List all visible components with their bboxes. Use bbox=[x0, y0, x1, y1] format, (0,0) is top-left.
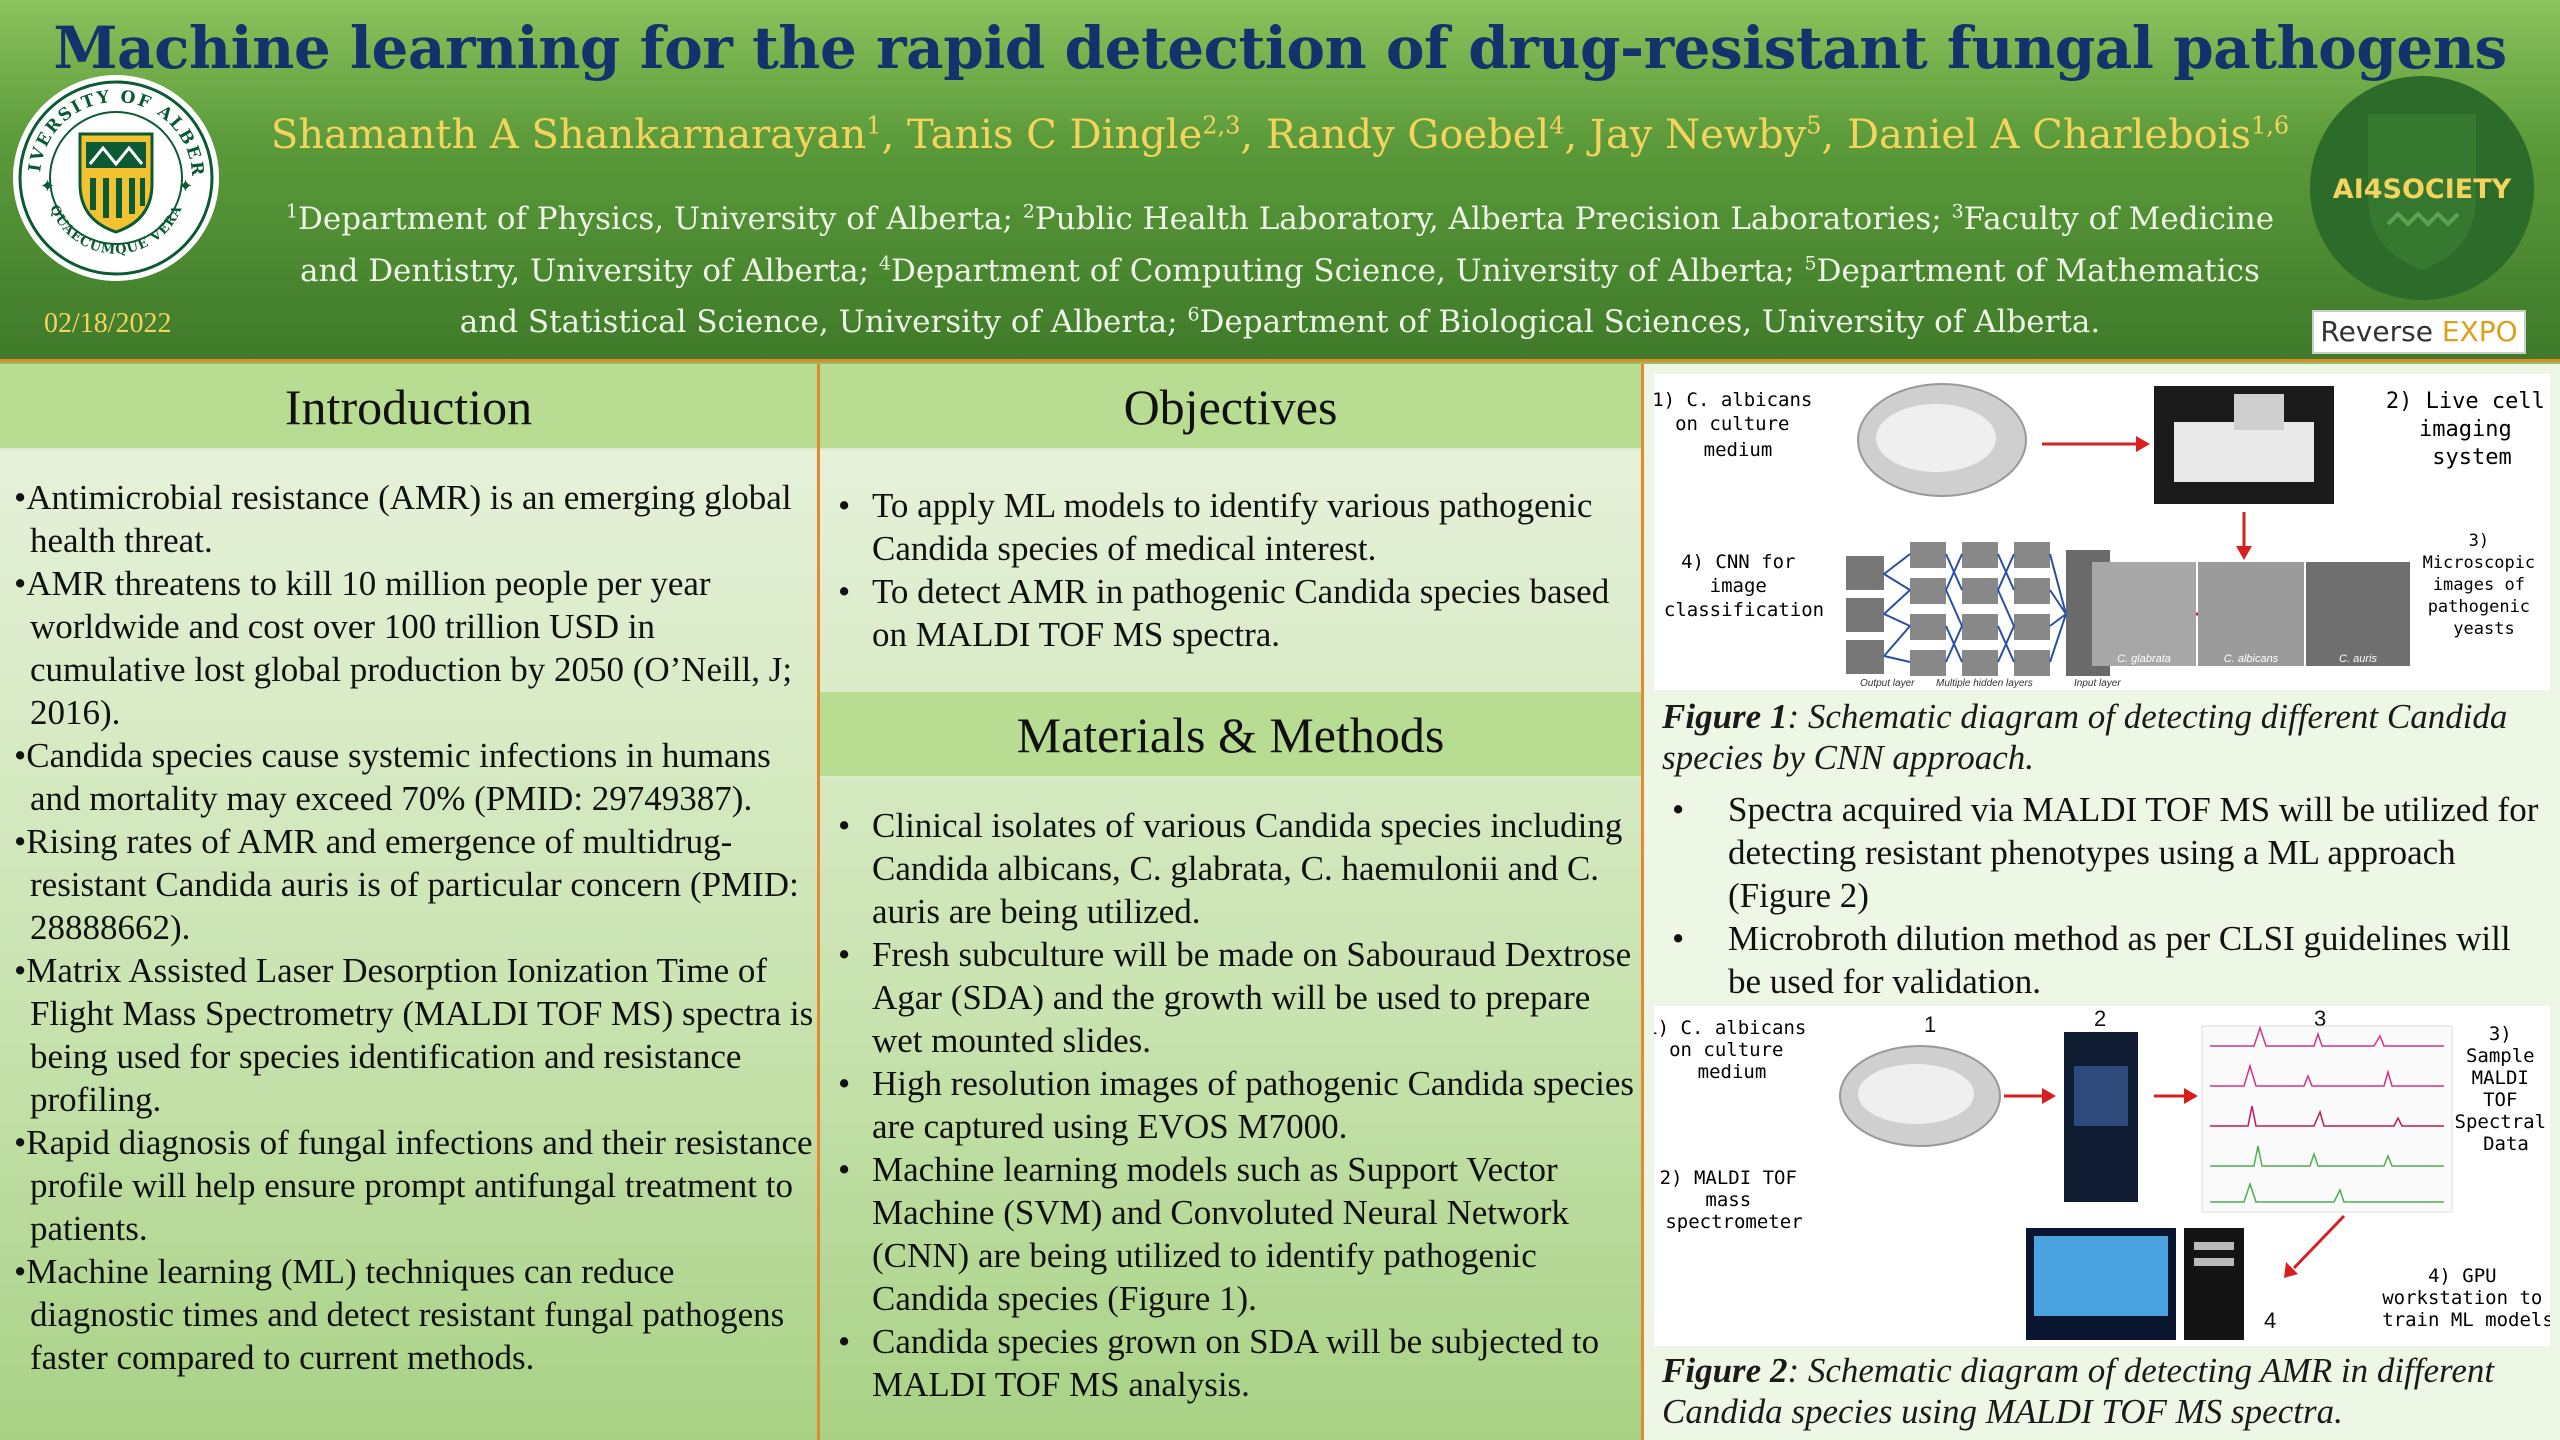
fig1-label-3: 3) Microscopic images of pathogenic yeas… bbox=[2423, 531, 2546, 639]
list-item: High resolution images of pathogenic Can… bbox=[824, 1062, 1636, 1148]
affiliation-6: 6Department of Biological Sciences, Univ… bbox=[1187, 303, 2101, 340]
list-item: Spectra acquired via MALDI TOF MS will b… bbox=[1658, 788, 2548, 917]
fig1-label-2: 2) Live cell imaging system bbox=[2386, 389, 2550, 470]
list-item: Machine learning (ML) techniques can red… bbox=[14, 1250, 814, 1379]
methods-list: Clinical isolates of various Candida spe… bbox=[824, 804, 1636, 1406]
author-1: Shamanth A Shankarnarayan1 bbox=[270, 112, 882, 159]
cnn-network-diagram: Output layer Multiple hidden layers Inpu… bbox=[1846, 542, 2121, 689]
fig2-step-1: 1 bbox=[1924, 1012, 1936, 1037]
methods-heading: Materials & Methods bbox=[820, 692, 1641, 778]
svg-text:✦: ✦ bbox=[40, 176, 55, 196]
affiliation-3: 3Faculty of Medicine and Dentistry, Univ… bbox=[300, 201, 2275, 289]
list-item: Candida species grown on SDA will be sub… bbox=[824, 1320, 1636, 1406]
svg-text:C. glabrata: C. glabrata bbox=[2117, 653, 2171, 665]
gpu-workstation-image bbox=[2026, 1228, 2244, 1340]
objectives-list: To apply ML models to identify various p… bbox=[824, 484, 1636, 656]
svg-text:Output layer: Output layer bbox=[1860, 678, 1915, 689]
fig2-step-2: 2 bbox=[2094, 1006, 2106, 1031]
poster-header: Machine learning for the rapid detection… bbox=[0, 0, 2560, 362]
poster-date: 02/18/2022 bbox=[44, 308, 172, 339]
objectives-methods-column: Objectives To apply ML models to identif… bbox=[820, 364, 1644, 1440]
svg-text:C. albicans: C. albicans bbox=[2224, 653, 2279, 665]
reverse-expo-badge: Reverse EXPO bbox=[2312, 310, 2526, 354]
introduction-heading: Introduction bbox=[0, 364, 817, 450]
fig2-label-1: 1) C. albicans on culture medium bbox=[1654, 1017, 1818, 1083]
fig2-label-2: 2) MALDI TOF mass spectrometer bbox=[1660, 1167, 1809, 1233]
list-item: Machine learning models such as Support … bbox=[824, 1148, 1636, 1320]
list-item: Rapid diagnosis of fungal infections and… bbox=[14, 1121, 814, 1250]
figures-column: 1) C. albicans on culture medium 2) Live… bbox=[1644, 364, 2560, 1440]
fig1-label-4: 4) CNN for image classification bbox=[1664, 551, 1824, 621]
affiliation-1: 1Department of Physics, University of Al… bbox=[285, 201, 1023, 238]
spectra-list: Spectra acquired via MALDI TOF MS will b… bbox=[1658, 788, 2548, 1003]
author-3: Randy Goebel4 bbox=[1265, 112, 1565, 159]
list-item: Clinical isolates of various Candida spe… bbox=[824, 804, 1636, 933]
list-item: To detect AMR in pathogenic Candida spec… bbox=[824, 570, 1636, 656]
svg-text:Input layer: Input layer bbox=[2074, 678, 2121, 689]
arrow-down-left-icon bbox=[2292, 1214, 2346, 1270]
expo-word-text: EXPO bbox=[2441, 315, 2518, 348]
svg-text:C. auris: C. auris bbox=[2339, 653, 2377, 665]
affiliation-2: 2Public Health Laboratory, Alberta Preci… bbox=[1022, 201, 1952, 238]
svg-text:Multiple hidden layers: Multiple hidden layers bbox=[1936, 678, 2033, 689]
poster-title: Machine learning for the rapid detection… bbox=[53, 14, 2507, 82]
list-item: Candida species cause systemic infection… bbox=[14, 734, 814, 820]
affiliation-4: 4Department of Computing Science, Univer… bbox=[878, 252, 1805, 289]
affiliations: 1Department of Physics, University of Al… bbox=[270, 190, 2290, 344]
maldi-spectra-image bbox=[2201, 1025, 2453, 1213]
fig2-label-4: 4) GPU workstation to train ML models bbox=[2382, 1265, 2550, 1331]
list-item: Antimicrobial resistance (AMR) is an eme… bbox=[14, 476, 814, 562]
figure-1-caption: Figure 1: Schematic diagram of detecting… bbox=[1662, 697, 2508, 777]
expo-reverse-text: Reverse bbox=[2320, 315, 2442, 348]
figure-2-caption: Figure 2: Schematic diagram of detecting… bbox=[1662, 1351, 2495, 1431]
author-list: Shamanth A Shankarnarayan1, Tanis C Ding… bbox=[270, 112, 2290, 159]
affiliation-5: 5Department of Mathematics and Statistic… bbox=[459, 252, 2260, 340]
introduction-list: Antimicrobial resistance (AMR) is an eme… bbox=[14, 476, 814, 1379]
list-item: Fresh subculture will be made on Saboura… bbox=[824, 933, 1636, 1062]
fig1-label-1: 1) C. albicans on culture medium bbox=[1654, 389, 1824, 461]
author-2: Tanis C Dingle2,3 bbox=[907, 112, 1241, 159]
list-item: To apply ML models to identify various p… bbox=[824, 484, 1636, 570]
fig2-label-3: 3) Sample MALDI TOF Spectral Data bbox=[2455, 1023, 2550, 1155]
figure-1-diagram: 1) C. albicans on culture medium 2) Live… bbox=[1654, 374, 2550, 690]
ai4society-logo: AI4SOCIETY bbox=[2310, 76, 2534, 300]
author-4: Jay Newby5 bbox=[1589, 112, 1822, 159]
list-item: AMR threatens to kill 10 million people … bbox=[14, 562, 814, 734]
list-item: Microbroth dilution method as per CLSI g… bbox=[1658, 917, 2548, 1003]
fig2-step-3: 3 bbox=[2314, 1006, 2326, 1031]
list-item: Rising rates of AMR and emergence of mul… bbox=[14, 820, 814, 949]
list-item: Matrix Assisted Laser Desorption Ionizat… bbox=[14, 949, 814, 1121]
microscopic-images: C. glabrata C. albicans C. auris bbox=[2092, 562, 2410, 666]
figure-2-diagram: 1) C. albicans on culture medium 1 2 3 4… bbox=[1654, 1006, 2550, 1346]
fig2-step-4: 4 bbox=[2264, 1308, 2276, 1333]
university-of-alberta-seal-logo: UNIVERSITY OF ALBERTA QUAECUMQUE VERA ✦ … bbox=[10, 72, 219, 281]
svg-text:AI4SOCIETY: AI4SOCIETY bbox=[2333, 174, 2512, 205]
objectives-heading: Objectives bbox=[820, 364, 1641, 450]
svg-text:✦: ✦ bbox=[178, 176, 193, 196]
introduction-column: Introduction Antimicrobial resistance (A… bbox=[0, 364, 820, 1440]
author-5: Daniel A Charlebois1,6 bbox=[1846, 112, 2290, 159]
